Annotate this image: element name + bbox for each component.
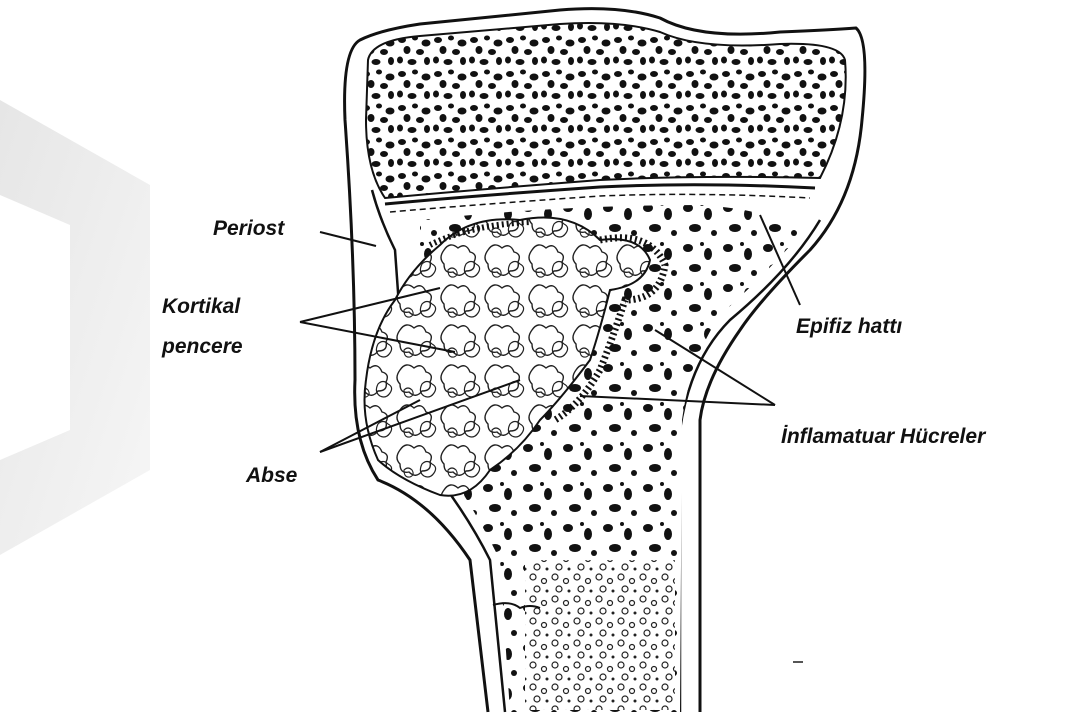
label-inflamatuar: İnflamatuar Hücreler: [781, 424, 985, 449]
label-abse: Abse: [246, 463, 297, 488]
label-kortikal-line1: Kortikal: [162, 294, 240, 319]
label-periost: Periost: [213, 216, 284, 241]
watermark-shape: [0, 100, 150, 555]
label-kortikal-line2: pencere: [162, 334, 243, 359]
label-epifiz: Epifiz hattı: [796, 314, 902, 339]
epiphysis-spongy-bone: [366, 23, 846, 198]
diaphysis-marrow: [525, 560, 675, 710]
